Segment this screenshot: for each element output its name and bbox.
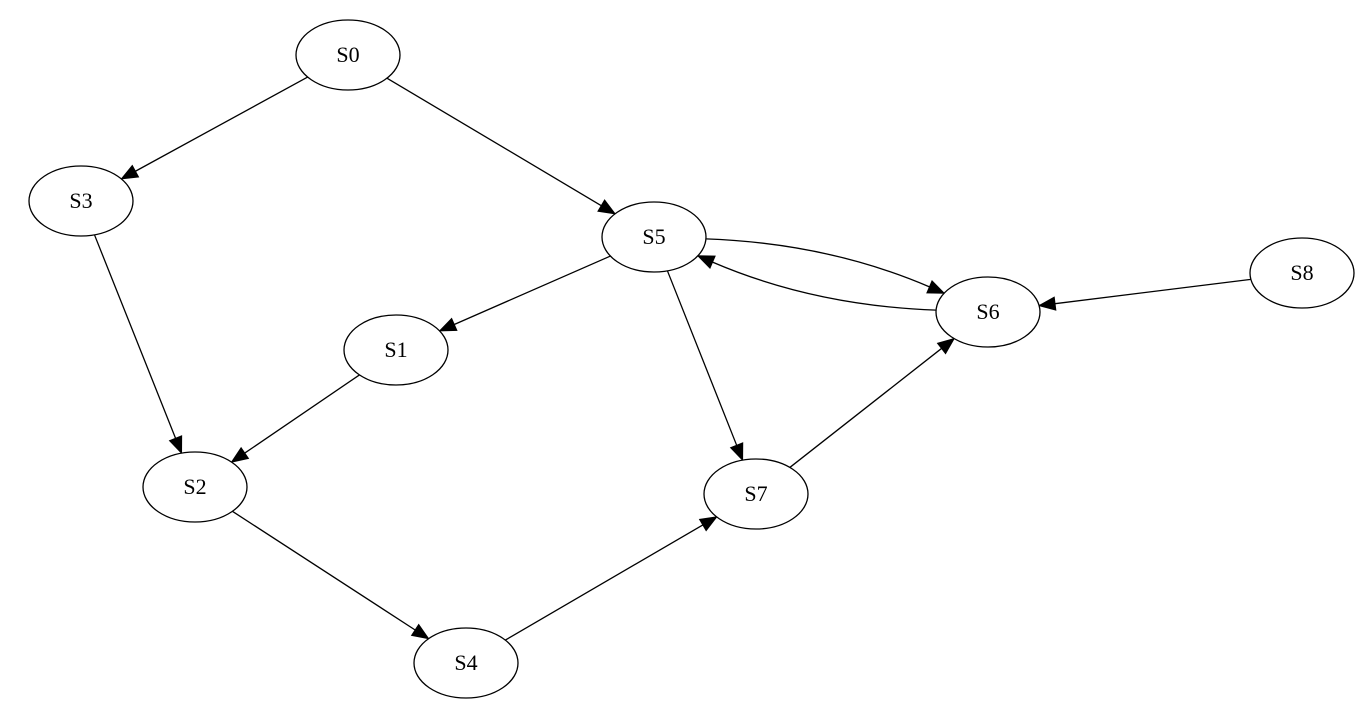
node-label: S6 <box>976 299 999 324</box>
node-label: S3 <box>69 188 92 213</box>
node-s3: S3 <box>28 165 134 237</box>
node-ellipse <box>28 165 134 237</box>
node-s5: S5 <box>601 201 707 273</box>
edge-line <box>504 524 704 641</box>
edge-s1-to-s2 <box>230 374 360 463</box>
edge-line <box>1054 278 1251 305</box>
edge-s5-to-s1 <box>438 255 611 332</box>
edge-line <box>789 347 942 468</box>
arrowhead-icon <box>1037 296 1057 311</box>
edge-line <box>705 238 930 288</box>
edge-s7-to-s6 <box>789 337 956 468</box>
edge-line <box>135 76 308 172</box>
arrowhead-icon <box>230 446 250 463</box>
edge-line <box>93 234 177 439</box>
edge-s5-to-s6 <box>705 238 946 294</box>
arrowhead-icon <box>698 516 718 532</box>
node-label: S8 <box>1290 260 1313 285</box>
node-ellipse <box>703 458 809 530</box>
node-ellipse <box>142 451 248 523</box>
node-ellipse <box>601 201 707 273</box>
arrowhead-icon <box>936 337 956 355</box>
node-s1: S1 <box>343 314 449 386</box>
node-ellipse <box>295 19 401 91</box>
edge-line <box>712 261 937 311</box>
node-s7: S7 <box>703 458 809 530</box>
node-s0: S0 <box>295 19 401 91</box>
node-s2: S2 <box>142 451 248 523</box>
node-label: S5 <box>642 224 665 249</box>
node-s8: S8 <box>1249 237 1355 309</box>
node-label: S1 <box>384 337 407 362</box>
arrowhead-icon <box>729 442 744 462</box>
node-s4: S4 <box>413 627 519 699</box>
edge-s0-to-s3 <box>120 76 308 180</box>
node-label: S2 <box>183 474 206 499</box>
edge-line <box>232 510 416 631</box>
edge-s0-to-s5 <box>386 77 617 215</box>
arrowhead-icon <box>597 199 617 215</box>
edge-s5-to-s7 <box>666 270 744 462</box>
edge-s6-to-s5 <box>696 255 937 311</box>
edge-s8-to-s6 <box>1037 278 1251 311</box>
arrowhead-icon <box>438 317 458 332</box>
edges-layer <box>93 76 1251 641</box>
arrowhead-icon <box>696 255 716 269</box>
node-ellipse <box>343 314 449 386</box>
edge-s4-to-s7 <box>504 516 718 641</box>
edge-s2-to-s4 <box>232 510 430 640</box>
edge-line <box>244 374 360 454</box>
edge-line <box>666 270 738 446</box>
node-ellipse <box>935 276 1041 348</box>
arrowhead-icon <box>168 435 183 455</box>
node-ellipse <box>1249 237 1355 309</box>
node-label: S4 <box>454 650 477 675</box>
arrowhead-icon <box>410 623 430 640</box>
edge-line <box>453 255 611 326</box>
node-label: S0 <box>336 42 359 67</box>
node-label: S7 <box>744 481 767 506</box>
arrowhead-icon <box>120 164 140 180</box>
edge-s3-to-s2 <box>93 234 183 455</box>
node-ellipse <box>413 627 519 699</box>
arrowhead-icon <box>926 280 946 294</box>
edge-line <box>386 77 602 207</box>
node-s6: S6 <box>935 276 1041 348</box>
